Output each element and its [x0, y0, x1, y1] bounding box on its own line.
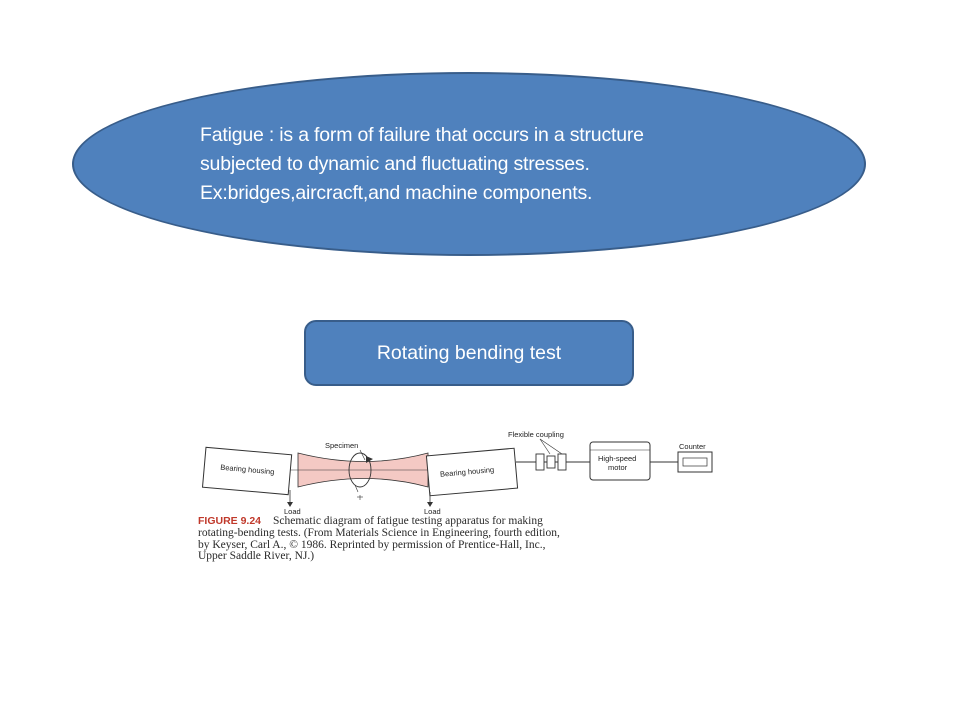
- rotating-bending-test-box: Rotating bending test: [304, 320, 634, 386]
- motor-label-line1: High-speed: [598, 454, 636, 463]
- specimen-label: Specimen: [325, 441, 358, 450]
- load-right-label: Load: [424, 507, 441, 515]
- caption-line-1: Schematic diagram of fatigue testing app…: [273, 515, 543, 527]
- definition-line-2: subjected to dynamic and fluctuating str…: [200, 153, 590, 175]
- flexible-coupling-label: Flexible coupling: [508, 430, 564, 439]
- caption-line-3: by Keyser, Carl A., © 1986. Reprinted by…: [198, 538, 546, 551]
- caption-line-2: rotating-bending tests. (From Materials …: [198, 526, 560, 539]
- flexible-coupling: [535, 453, 545, 471]
- definition-line-3: Ex:bridges,aircracft,and machine compone…: [200, 182, 593, 204]
- load-right-arrow-icon: [427, 502, 433, 507]
- high-speed-motor: [589, 441, 651, 481]
- definition-text: Fatigue : is a form of failure that occu…: [200, 121, 760, 208]
- motor-label-line2: motor: [608, 463, 628, 472]
- rotation-arrow-icon: [348, 452, 372, 488]
- bearing-housing-left: [201, 446, 293, 496]
- caption-line-4: Upper Saddle River, NJ.): [198, 550, 315, 563]
- definition-ellipse: [72, 72, 866, 256]
- rotating-bending-test-label: Rotating bending test: [376, 341, 562, 364]
- load-left-label: Load: [284, 507, 301, 515]
- definition-line-1: Fatigue : is a form of failure that occu…: [200, 124, 644, 146]
- bearing-housing-right: [425, 447, 519, 497]
- rotation-arrowhead-icon: [366, 456, 373, 463]
- apparatus-schematic: Specimen Bearing housing Bearing housing…: [201, 430, 713, 515]
- load-left-arrow-icon: [287, 502, 293, 507]
- figure-caption: FIGURE 9.24 Schematic diagram of fatigue …: [198, 515, 738, 563]
- figure-number: FIGURE 9.24: [198, 515, 262, 527]
- counter-label: Counter: [679, 442, 706, 451]
- fatigue-apparatus-figure: Specimen Bearing housing Bearing housing…: [190, 420, 735, 580]
